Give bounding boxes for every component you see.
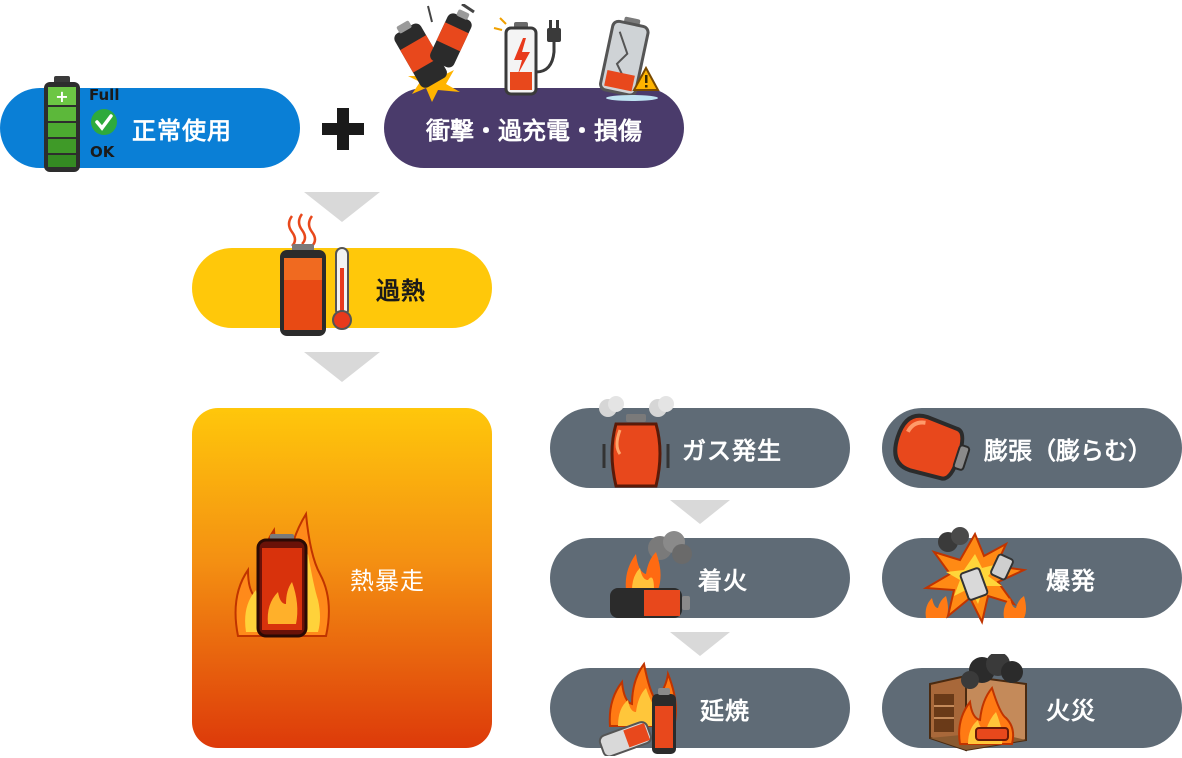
node-thermal-runaway-label: 熱暴走 <box>350 566 425 595</box>
battery-full-text: Full <box>89 86 120 104</box>
charging-battery-icon <box>492 12 572 98</box>
house-fire-icon <box>926 654 1030 754</box>
node-causes-label: 衝撃・過充電・損傷 <box>426 116 642 145</box>
node-spread: 延焼 <box>550 668 850 748</box>
explosion-icon <box>920 526 1030 626</box>
venting-battery-icon <box>594 394 678 494</box>
battery-full-icon: + <box>40 74 130 174</box>
arrow-down-4 <box>670 632 730 656</box>
hot-battery-thermometer-icon <box>274 212 364 340</box>
battery-ok-text: OK <box>90 143 115 161</box>
broken-battery-icon <box>388 4 478 102</box>
node-gas: ガス発生 <box>550 408 850 488</box>
node-ignition-label: 着火 <box>698 566 748 595</box>
node-thermal-runaway: 熱暴走 <box>192 408 492 748</box>
node-ignition: 着火 <box>550 538 850 618</box>
arrow-down-3 <box>670 500 730 524</box>
arrow-down-2 <box>304 352 380 382</box>
node-overheat-label: 過熱 <box>376 276 426 305</box>
ignition-icon <box>604 528 696 626</box>
node-causes: 衝撃・過充電・損傷 <box>384 88 684 168</box>
burning-battery-icon <box>230 500 334 650</box>
node-normal-use-label: 正常使用 <box>132 116 232 145</box>
svg-text:+: + <box>55 87 68 106</box>
damaged-battery-icon <box>592 14 672 102</box>
swollen-battery-icon <box>888 410 976 486</box>
node-explosion-label: 爆発 <box>1046 566 1096 595</box>
spreading-fire-icon <box>596 660 690 756</box>
node-gas-label: ガス発生 <box>682 436 782 465</box>
node-swelling-label: 膨張（膨らむ） <box>984 436 1152 465</box>
plus-icon <box>320 106 366 152</box>
node-fire-label: 火災 <box>1046 696 1096 725</box>
node-spread-label: 延焼 <box>700 696 750 725</box>
arrow-down-1 <box>304 192 380 222</box>
